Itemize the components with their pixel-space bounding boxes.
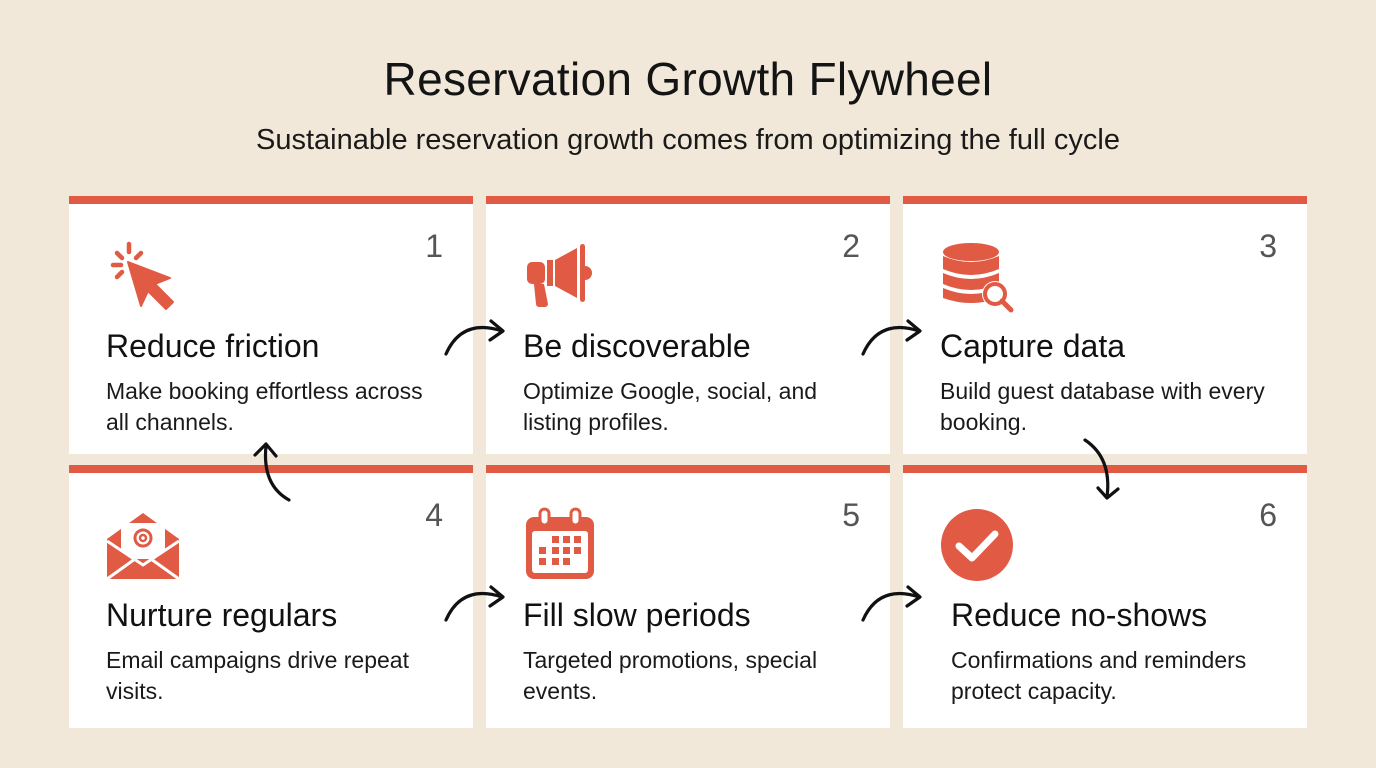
step-card-6: 6 Reduce no-shows Confirmations and remi… (903, 465, 1307, 728)
step-card-4: 4 Nurture regulars Email campaigns drive… (69, 465, 473, 728)
step-number: 6 (1259, 497, 1277, 533)
step-title: Nurture regulars (106, 597, 338, 633)
step-card-2: 2 Be discoverable Optimize Google, socia… (486, 196, 890, 454)
email-open-icon (105, 507, 181, 583)
step-description: Confirmations and reminders protect capa… (951, 647, 1247, 704)
step-title: Reduce friction (106, 328, 320, 364)
step-number: 1 (425, 228, 443, 264)
step-title: Reduce no-shows (951, 597, 1208, 633)
step-number: 2 (842, 228, 860, 264)
step-description: Build guest database with every booking. (940, 378, 1265, 435)
page-subtitle: Sustainable reservation growth comes fro… (256, 124, 1120, 156)
page-title: Reservation Growth Flywheel (383, 53, 993, 105)
check-circle-icon (939, 507, 1015, 583)
step-card-5: 5 Fill slow periods Targeted promotions,… (486, 465, 890, 728)
step-description: Make booking effortless across all chann… (106, 378, 423, 435)
step-card-1: 1 Reduce friction Make booking effortles… (69, 196, 473, 454)
step-title: Be discoverable (523, 328, 751, 364)
step-number: 4 (425, 497, 443, 533)
step-description: Targeted promotions, special events. (523, 647, 818, 704)
calendar-icon (522, 507, 598, 583)
step-description: Optimize Google, social, and listing pro… (523, 378, 818, 435)
step-number: 5 (842, 497, 860, 533)
step-card-3: 3 Capture data Build guest database with… (903, 196, 1307, 454)
database-search-icon (939, 238, 1015, 314)
step-description: Email campaigns drive repeat visits. (106, 647, 409, 704)
step-number: 3 (1259, 228, 1277, 264)
megaphone-icon (522, 238, 598, 314)
step-title: Capture data (940, 328, 1126, 364)
step-title: Fill slow periods (523, 597, 751, 633)
cursor-click-icon (105, 238, 181, 314)
